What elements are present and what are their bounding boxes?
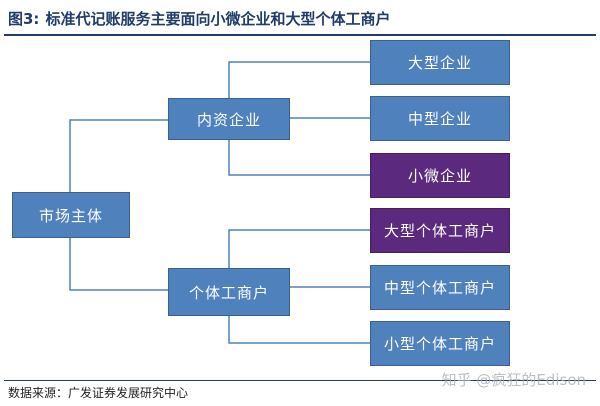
watermark: 知乎 @疯狂的Edison (441, 371, 586, 389)
branch-node-domestic: 内资企业 (168, 98, 290, 140)
footer-divider (4, 380, 596, 381)
leaf-node-large-individual: 大型个体工商户 (370, 208, 510, 253)
source-note: 数据来源：广发证券发展研究中心 (8, 386, 189, 400)
leaf-node-small-micro-enterprise: 小微企业 (370, 153, 510, 198)
connector-domestic-children (228, 61, 370, 98)
leaf-node-large-enterprise: 大型企业 (370, 40, 510, 85)
leaf-node-medium-individual: 中型个体工商户 (370, 265, 510, 310)
connector-individual-large (228, 229, 370, 268)
connector-root-to-domestic (69, 119, 168, 192)
root-node: 市场主体 (12, 192, 130, 238)
figure-title-text: 标准代记账服务主要面向小微企业和大型个体工商户 (45, 10, 391, 28)
branch-node-individual: 个体工商户 (168, 268, 290, 316)
connector-root-to-individual (69, 238, 168, 291)
figure-label: 图3: (8, 10, 40, 28)
leaf-node-small-individual: 小型个体工商户 (370, 321, 510, 366)
connector-individual-small (228, 316, 370, 344)
title-divider (4, 34, 596, 36)
figure-title: 图3: 标准代记账服务主要面向小微企业和大型个体工商户 (8, 6, 390, 32)
connector-domestic-small (228, 140, 370, 176)
leaf-node-medium-enterprise: 中型企业 (370, 96, 510, 141)
